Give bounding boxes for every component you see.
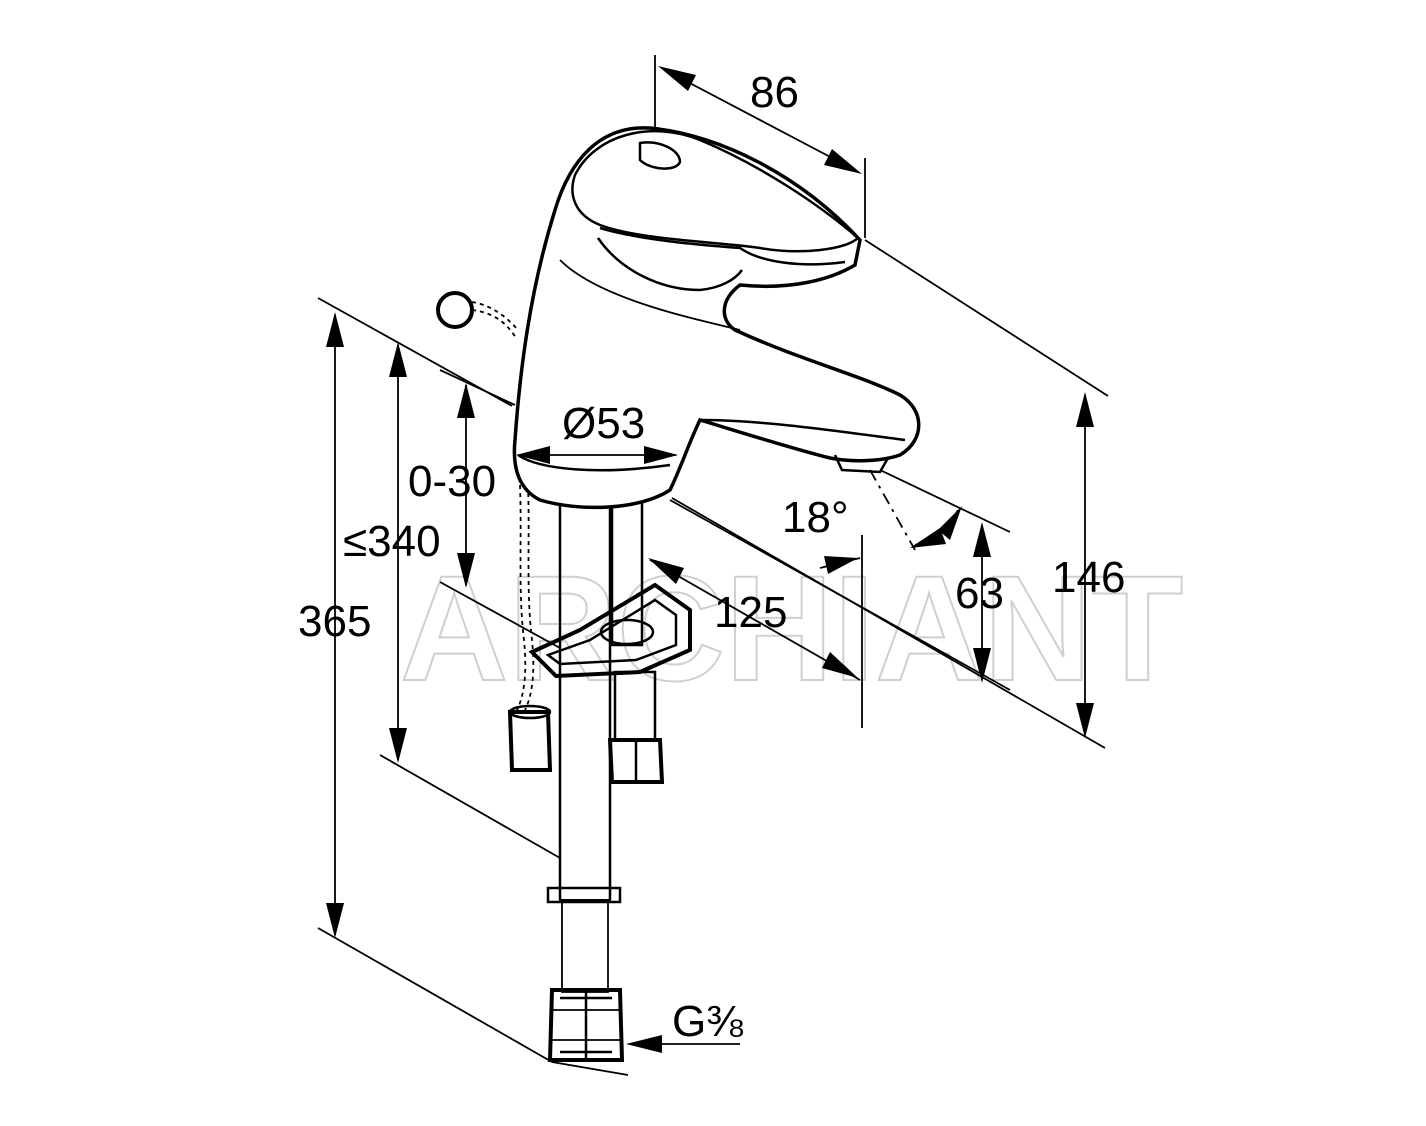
dim-max-depth: ≤340: [343, 517, 441, 566]
dim-spout-angle: 18°: [782, 493, 849, 542]
dim-spout-diameter: Ø53: [562, 399, 645, 448]
dim-total-height: 365: [298, 597, 371, 646]
faucet-body: [512, 126, 921, 510]
faucet-outline: [436, 126, 921, 1062]
bottom-nut: [607, 738, 665, 784]
hose-nut: [547, 988, 625, 1062]
dim-spout-height: 63: [955, 569, 1004, 618]
lever-handle: [571, 129, 860, 253]
dim-lever-length: 86: [750, 68, 799, 117]
dim-connection-thread: G⅜: [672, 997, 743, 1046]
mounting-plate: [528, 582, 692, 679]
watermark-text: ARCHIANT: [400, 544, 1183, 712]
aerator: [833, 454, 890, 474]
chain-weight: [507, 710, 553, 772]
dim-slab-range: 0-30: [408, 457, 496, 506]
dim-spout-projection: 125: [714, 588, 787, 637]
dimension-lines: [317, 55, 1109, 1076]
pull-ring: [436, 291, 474, 329]
drain-chain: [516, 484, 535, 711]
dim-overall-height: 146: [1052, 553, 1125, 602]
